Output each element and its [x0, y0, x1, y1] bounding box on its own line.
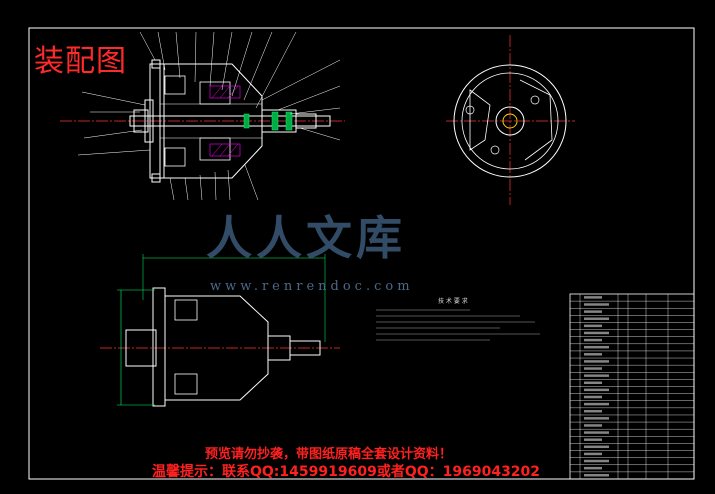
- drawing-title: 装配图: [34, 44, 127, 79]
- parts-table-entry: [584, 324, 602, 328]
- parts-table-entry: [584, 438, 602, 441]
- parts-table-entry: [584, 474, 609, 477]
- parts-table-entry: [584, 466, 602, 470]
- parts-table-entry: [584, 381, 602, 385]
- exterior-view: [100, 254, 340, 407]
- drawing-border: [28, 27, 695, 480]
- parts-table-entry: [584, 409, 602, 413]
- footer-contact: 温馨提示：联系QQ:1459919609或者QQ：1969043202: [152, 464, 541, 480]
- end-view: [446, 35, 575, 205]
- parts-table-entry: [584, 417, 609, 420]
- parts-table-entry: [584, 360, 609, 363]
- parts-table-entry: [584, 310, 602, 313]
- parts-table-entry: [584, 431, 609, 434]
- technical-requirements-title: 技 术 要 求: [438, 298, 468, 305]
- parts-table-entry: [584, 331, 609, 335]
- parts-table-entry: [584, 445, 609, 449]
- parts-table-entry: [584, 402, 609, 406]
- parts-table-entry: [584, 338, 602, 342]
- parts-table-entry: [584, 296, 602, 299]
- parts-table-entry: [584, 388, 609, 392]
- parts-table-entry: [584, 367, 602, 370]
- footer-notice: 预览请勿抄袭，带图纸原稿全套设计资料！: [205, 447, 453, 462]
- watermark-url: www.renrendoc.com: [210, 279, 414, 294]
- parts-table-entry: [584, 374, 609, 377]
- parts-table-entry: [584, 317, 609, 320]
- parts-table-entry: [584, 459, 609, 463]
- technical-requirements-block: [376, 309, 540, 341]
- parts-table-entry: [584, 345, 609, 349]
- parts-table-entry: [584, 452, 602, 456]
- assembly-section-view: [60, 31, 345, 201]
- watermark-brand: 人人文库: [206, 211, 406, 265]
- parts-table-entry: [584, 353, 602, 356]
- parts-table-entry: [584, 395, 602, 399]
- parts-list-table: [569, 293, 695, 480]
- parts-table-entry: [584, 303, 609, 306]
- parts-table-entry: [584, 424, 602, 427]
